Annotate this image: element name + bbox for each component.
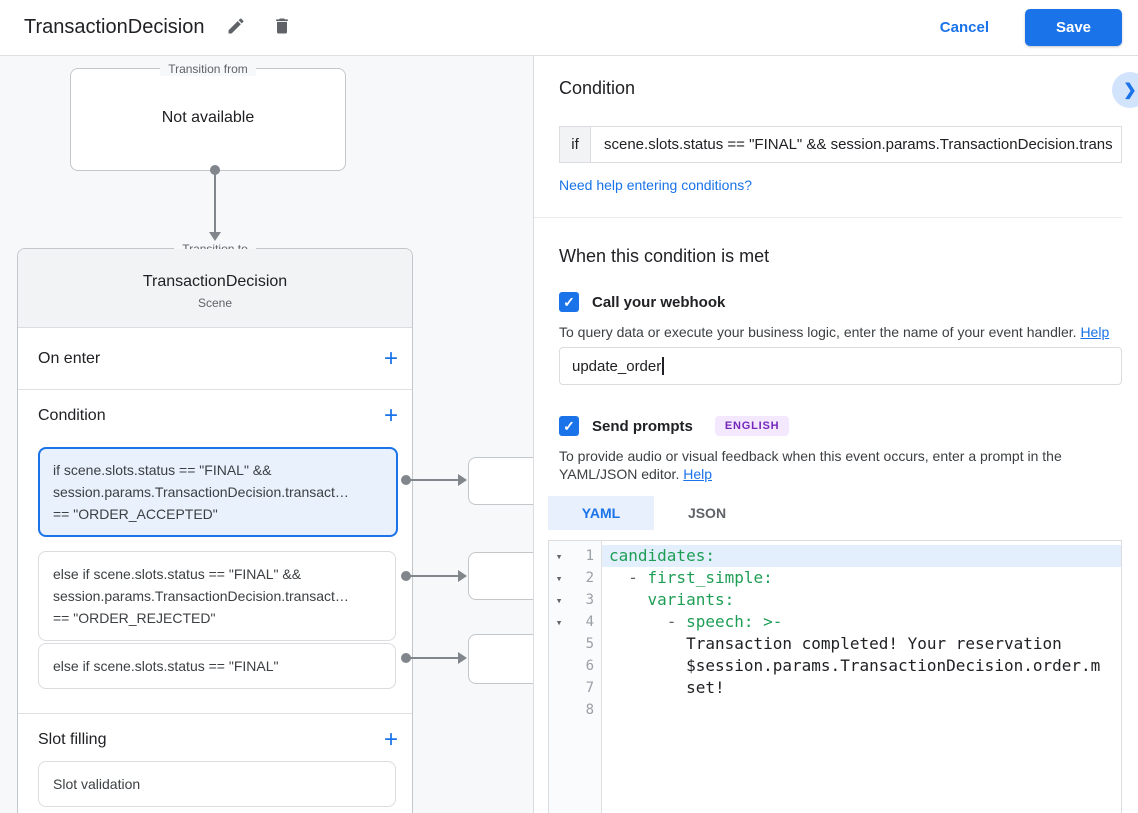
collapse-panel-button[interactable]: ❯ [1112,72,1138,108]
code-line[interactable]: - first_simple: [609,568,773,587]
fold-arrow-icon[interactable]: ▾ [555,571,563,585]
delete-scene-button[interactable] [268,12,296,43]
scene-type: Scene [197,296,233,310]
line-number: 4 [585,614,594,630]
condition-text: == "ORDER_REJECTED" [53,610,216,626]
edit-scene-button[interactable] [222,12,250,43]
condition-section-label: Condition [38,407,106,424]
webhook-name-value: update_order [572,357,662,375]
page-title: TransactionDecision [24,16,205,38]
add-condition-button[interactable]: + [383,402,398,429]
slot-validation-label: Slot validation [53,776,141,792]
condition-text: == "ORDER_ACCEPTED" [53,506,218,522]
scene-header: TransactionDecision Scene [18,249,412,328]
scene-name: TransactionDecision [142,273,288,290]
line-number: 7 [585,680,594,696]
condition-card-final[interactable]: else if scene.slots.status == "FINAL" [38,643,396,689]
panel-divider [534,217,1122,218]
line-number: 3 [585,592,594,608]
slot-filling-row: Slot filling + [18,713,412,767]
prompts-help-link[interactable]: Help [683,466,713,482]
transition-target-box-1[interactable] [468,457,533,505]
code-line[interactable]: set! [609,678,725,697]
scene-diagram-canvas: Transition from Not available Transition… [0,56,533,813]
editor-gutter: ▾ 1 ▾ 2 ▾ 3 ▾ 4 5 6 7 8 [549,541,602,813]
send-prompts-label: Send prompts [592,417,693,435]
condition-card-rejected[interactable]: else if scene.slots.status == "FINAL" &&… [38,551,396,641]
check-icon: ✓ [563,293,575,310]
condition-panel-title: Condition [559,78,636,98]
code-line[interactable]: - speech: >- [609,612,783,631]
transition-target-box-3[interactable] [468,634,533,684]
condition-detail-panel: Condition ❯ if scene.slots.status == "FI… [533,56,1138,813]
line-number: 1 [585,548,594,564]
condition-expression-row: if scene.slots.status == "FINAL" && sess… [559,126,1122,163]
editor-code[interactable]: candidates: - first_simple: variants: - … [602,541,1121,813]
line-number: 5 [585,636,594,652]
fold-arrow-icon[interactable]: ▾ [555,615,563,629]
check-icon: ✓ [563,417,575,434]
condition-text: else if scene.slots.status == "FINAL" [53,658,279,674]
transition-target-box-2[interactable] [468,552,533,600]
code-line[interactable]: $session.params.TransactionDecision.orde… [609,656,1101,675]
trash-icon [272,16,292,39]
transition-from-legend: Transition from [71,60,345,78]
transition-from-content: Not available [161,108,255,126]
add-slot-button[interactable]: + [383,726,398,753]
slot-validation-card[interactable]: Slot validation [38,761,396,807]
webhook-help-text: To query data or execute your business l… [559,324,1110,340]
line-number: 6 [585,658,594,674]
transition-from-box: Transition from Not available [70,62,346,171]
webhook-help-link[interactable]: Help [1080,324,1110,340]
cancel-button[interactable]: Cancel [939,19,989,36]
condition-card-accepted[interactable]: if scene.slots.status == "FINAL" && sess… [38,447,398,537]
if-label: if [559,126,590,163]
line-number: 8 [585,702,594,718]
prompt-editor: ▾ 1 ▾ 2 ▾ 3 ▾ 4 5 6 7 8 candidates: - first_simple:… [548,540,1122,813]
prompts-help-text: To provide audio or visual feedback when… [559,448,1062,482]
on-enter-row: On enter + [18,328,412,389]
when-met-title: When this condition is met [559,246,770,266]
chevron-right-icon: ❯ [1123,82,1137,99]
on-enter-label: On enter [38,349,101,367]
condition-expression-input[interactable]: scene.slots.status == "FINAL" && session… [590,126,1122,163]
code-line[interactable] [602,699,1121,721]
call-webhook-checkbox[interactable]: ✓ [559,292,579,312]
add-on-enter-button[interactable]: + [383,344,398,372]
language-badge: ENGLISH [714,416,790,436]
call-webhook-label: Call your webhook [592,293,726,311]
condition-text: session.params.TransactionDecision.trans… [53,588,349,604]
condition-text: else if scene.slots.status == "FINAL" && [53,566,302,582]
condition-text: if scene.slots.status == "FINAL" && [53,462,272,478]
pencil-icon [226,16,246,39]
slot-filling-label: Slot filling [38,731,107,748]
line-number: 2 [585,570,594,586]
condition-section-row: Condition + [18,389,412,443]
code-line[interactable]: Transaction completed! Your reservation [609,634,1062,653]
code-line[interactable]: variants: [647,590,735,609]
condition-help-link[interactable]: Need help entering conditions? [559,177,753,193]
editor-format-tabs: YAML JSON [548,496,760,530]
fold-arrow-icon[interactable]: ▾ [555,593,563,607]
webhook-name-input[interactable]: update_order [559,347,1122,385]
condition-text: session.params.TransactionDecision.trans… [53,484,349,500]
text-caret [662,357,664,375]
save-button[interactable]: Save [1025,9,1122,46]
transition-to-card: Transition to TransactionDecision Scene … [17,242,413,813]
tab-json[interactable]: JSON [654,496,760,530]
code-line[interactable]: candidates: [602,545,1121,567]
tab-yaml[interactable]: YAML [548,496,654,530]
top-bar: TransactionDecision Cancel Save [0,0,1138,56]
send-prompts-checkbox[interactable]: ✓ [559,416,579,436]
fold-arrow-icon[interactable]: ▾ [555,549,563,563]
